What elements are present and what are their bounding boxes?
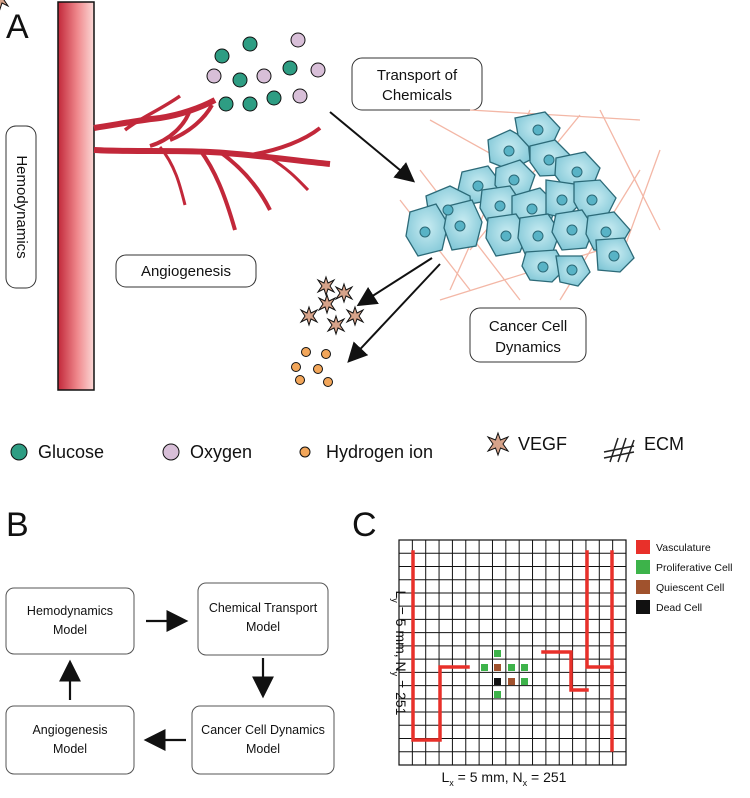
vasculature-legend-swatch (636, 540, 650, 554)
proliferative-legend-label: Proliferative Cell (656, 562, 732, 574)
panel-a-letter: A (6, 8, 29, 46)
svg-text:Cancer Cell Dynamics: Cancer Cell Dynamics (201, 723, 325, 737)
x-axis-label: Lx = 5 mm, Nx = 251 (442, 769, 567, 788)
angiogenesis-model-box: Angiogenesis Model (5, 705, 135, 775)
svg-text:Model: Model (53, 742, 87, 756)
svg-text:Angiogenesis: Angiogenesis (32, 723, 107, 737)
hydrogen-arrow (347, 263, 441, 363)
hydrogen-legend-icon (299, 446, 311, 458)
svg-text:Chemical Transport: Chemical Transport (209, 601, 318, 615)
y-axis-label: Ly = 5 mm, Ny = 251 (390, 591, 409, 716)
hemodynamics-label: Hemodynamics (5, 125, 37, 289)
hydrogen-legend-label: Hydrogen ion (326, 442, 433, 462)
vegf-molecules (0, 0, 364, 335)
simulation-grid (398, 539, 627, 766)
dead-cell-legend-swatch (636, 600, 650, 614)
proliferative-legend-swatch (636, 560, 650, 574)
oxygen-legend-label: Oxygen (190, 442, 252, 462)
svg-text:Model: Model (246, 742, 280, 756)
blood-vessel (57, 1, 331, 391)
vasculature-legend-label: Vasculature (656, 542, 711, 554)
cancer-cell-cluster (405, 111, 635, 287)
tumor-cells (481, 650, 528, 698)
quiescent-legend-swatch (636, 580, 650, 594)
svg-text:Model: Model (246, 620, 280, 634)
vegf-legend-label: VEGF (518, 434, 567, 454)
quiescent-legend-label: Quiescent Cell (656, 582, 724, 594)
cancer-dynamics-label: Cancer Cell Dynamics (469, 307, 587, 363)
dead-cell-legend-label: Dead Cell (656, 602, 702, 614)
vegf-arrow (356, 257, 433, 307)
glucose-legend-label: Glucose (38, 442, 104, 462)
ecm-legend-icon (603, 437, 635, 463)
chemical-transport-model-box: Chemical Transport Model (197, 582, 329, 656)
legend-panel-a: Glucose Oxygen Hydrogen ion VEGF ECM (10, 431, 684, 463)
legend-panel-c: Vasculature Proliferative Cell Quiescent… (636, 540, 732, 614)
ecm-legend-label: ECM (644, 434, 684, 454)
svg-text:Cancer Cell: Cancer Cell (489, 318, 567, 335)
svg-text:Hemodynamics: Hemodynamics (13, 155, 30, 258)
oxygen-legend-icon (162, 443, 180, 461)
hemodynamics-model-box: Hemodynamics Model (5, 587, 135, 655)
vegf-legend-icon (486, 431, 510, 457)
angiogenesis-label: Angiogenesis (115, 254, 257, 288)
transport-label: Transport of Chemicals (351, 57, 483, 111)
svg-text:Transport of: Transport of (377, 67, 458, 84)
panel-c-letter: C (352, 506, 377, 544)
svg-text:Hemodynamics: Hemodynamics (27, 604, 113, 618)
chemical-molecules (206, 32, 326, 112)
svg-text:Dynamics: Dynamics (495, 339, 561, 356)
glucose-legend-icon (10, 443, 28, 461)
svg-text:Chemicals: Chemicals (382, 87, 452, 104)
vasculature-lines (411, 550, 614, 752)
cancer-dynamics-model-box: Cancer Cell Dynamics Model (191, 705, 335, 775)
hydrogen-ions (291, 347, 333, 387)
panel-b-letter: B (6, 506, 29, 544)
transport-arrow (329, 111, 416, 183)
svg-text:Angiogenesis: Angiogenesis (141, 263, 231, 280)
svg-text:Model: Model (53, 623, 87, 637)
